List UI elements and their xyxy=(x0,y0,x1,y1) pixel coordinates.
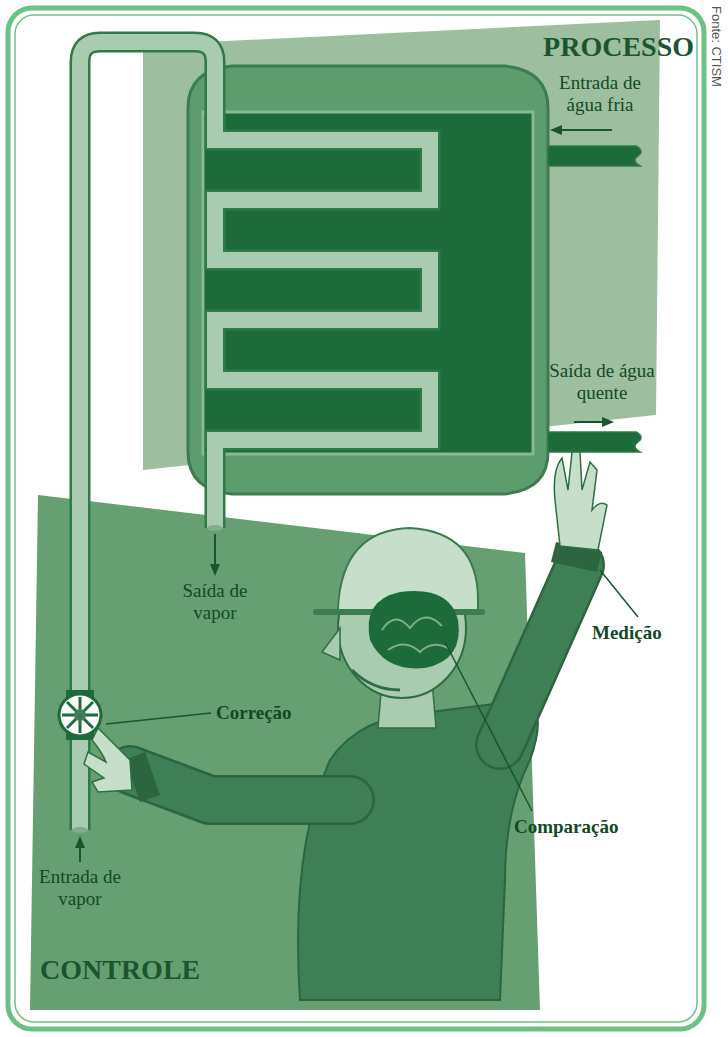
callout-label: Medição xyxy=(592,622,662,644)
valve-hub xyxy=(74,709,86,721)
process-panel: CONTROLE xyxy=(30,493,562,1013)
flow-label: Saída de água quente xyxy=(546,360,658,404)
illustration-part xyxy=(67,702,93,728)
callout-label: Comparação xyxy=(514,816,618,838)
outer-frame xyxy=(8,8,704,1029)
hot-water-pipe xyxy=(548,432,641,452)
pipe-end xyxy=(207,525,223,531)
cold-water-pipe xyxy=(548,146,641,166)
flow-label: Entrada de água fria xyxy=(550,72,650,116)
worker-brain xyxy=(369,591,459,668)
arrow-shaft xyxy=(79,846,81,862)
leader-line xyxy=(600,570,638,617)
tank-inner xyxy=(203,112,533,454)
arrow-shaft xyxy=(574,421,604,423)
illustration-part xyxy=(67,702,93,728)
worker-hand xyxy=(554,452,607,550)
source-note: Fonte: CTISM xyxy=(708,6,724,87)
panel-heading: CONTROLE xyxy=(30,955,562,986)
flow-label: Saída de vapor xyxy=(165,580,265,624)
panel-fill xyxy=(30,495,540,1010)
panel-heading: PROCESSO xyxy=(140,32,698,63)
callout-label: Correção xyxy=(216,702,292,724)
panel-fill xyxy=(143,20,660,470)
pipe-end xyxy=(72,827,88,833)
inner-frame xyxy=(15,15,697,1022)
flow-label: Entrada de vapor xyxy=(30,866,130,910)
valve-spokes xyxy=(62,697,98,733)
arrow-shaft xyxy=(560,129,612,131)
panel-shape xyxy=(30,493,562,1013)
valve-handwheel xyxy=(59,694,101,736)
arrow-shaft xyxy=(214,534,216,566)
brain-folds xyxy=(382,617,448,652)
